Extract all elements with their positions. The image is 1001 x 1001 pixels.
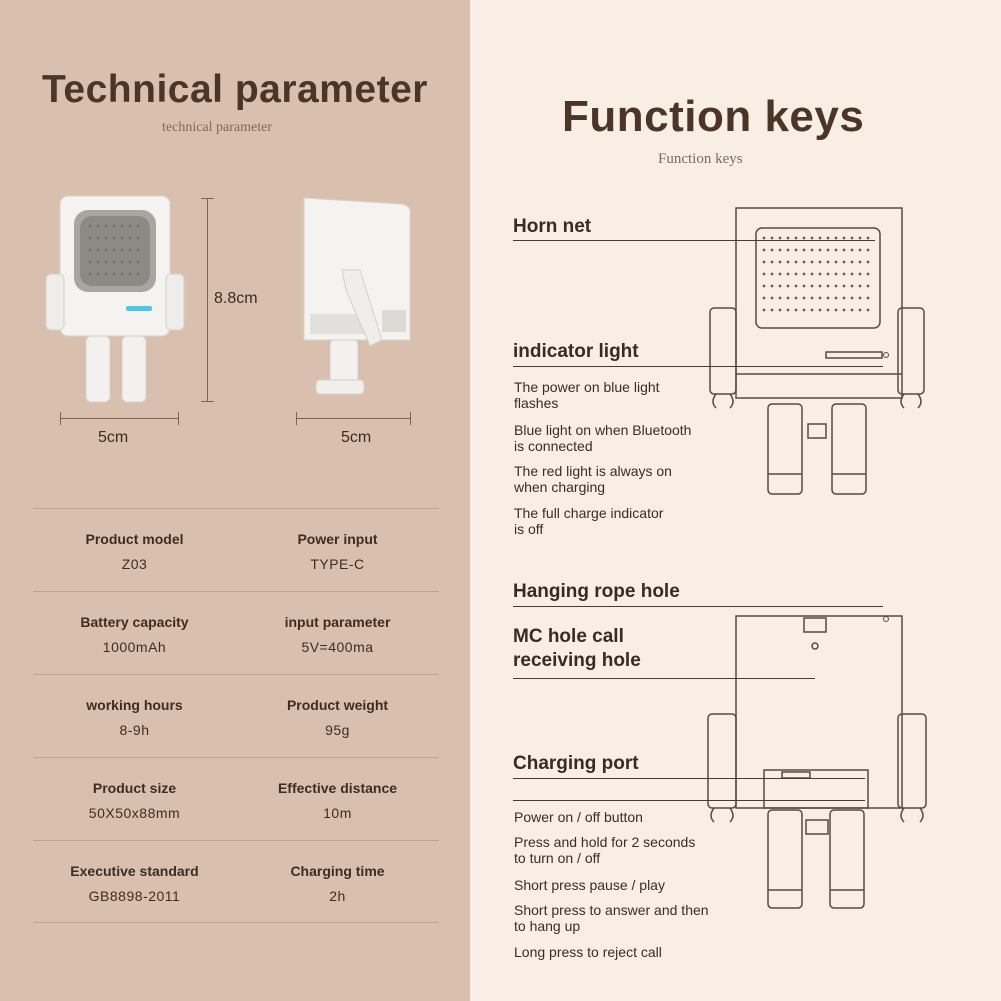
spec-value: 1000mAh xyxy=(102,639,167,655)
spec-cell: Power input TYPE-C xyxy=(236,509,439,592)
charging-item: Power on / off button xyxy=(514,809,643,825)
spec-row: working hours 8-9h Product weight 95g xyxy=(33,674,439,757)
spec-value: Z03 xyxy=(121,556,148,572)
back-outline-diagram xyxy=(707,615,927,909)
hanging-leader-line xyxy=(513,606,883,607)
spec-cell: Effective distance 10m xyxy=(236,758,439,841)
indicator-light-label: indicator light xyxy=(513,341,639,362)
mc-hole-leader-line xyxy=(513,678,815,679)
function-keys-panel xyxy=(470,0,1001,1001)
spec-value: 50X50x88mm xyxy=(88,805,181,821)
technical-parameter-panel: Technical parameter technical parameter … xyxy=(0,0,470,1001)
side-width-dimension-line xyxy=(296,418,410,419)
height-dimension-cap-bottom xyxy=(201,401,214,402)
indicator-leader-line xyxy=(513,366,883,367)
spec-row: Executive standard GB8898-2011 Charging … xyxy=(33,840,439,923)
spec-value: 8-9h xyxy=(119,722,150,738)
spec-cell: Product weight 95g xyxy=(236,675,439,758)
spec-cell: Product size 50X50x88mm xyxy=(33,758,236,841)
mc-hole-label-line1: MC hole call xyxy=(513,626,624,647)
horn-net-leader-line xyxy=(513,240,875,241)
spec-cell: Battery capacity 1000mAh xyxy=(33,592,236,675)
spec-label: Product model xyxy=(85,531,184,547)
spec-label: Effective distance xyxy=(277,780,398,796)
front-width-cap-left xyxy=(60,412,61,425)
front-width-dimension-line xyxy=(60,418,178,419)
charging-leader-line-1 xyxy=(513,778,865,779)
function-keys-subtitle: Function keys xyxy=(658,151,743,167)
spec-label: Executive standard xyxy=(70,863,199,879)
tech-title: Technical parameter xyxy=(42,68,428,111)
height-dimension-line xyxy=(207,198,208,402)
spec-label: Product size xyxy=(92,780,177,796)
spec-label: Power input xyxy=(297,531,378,547)
charging-item: Press and hold for 2 seconds to turn on … xyxy=(514,834,696,866)
tech-subtitle: technical parameter xyxy=(162,120,272,135)
side-width-cap-right xyxy=(410,412,411,425)
spec-label: Product weight xyxy=(286,697,389,713)
front-outline-diagram xyxy=(709,207,925,495)
spec-value: TYPE-C xyxy=(310,556,365,572)
charging-port-label: Charging port xyxy=(513,753,639,774)
spec-label: working hours xyxy=(86,697,183,713)
indicator-item: The power on blue light flashes xyxy=(514,379,660,411)
mc-hole-label-line2: receiving hole xyxy=(513,650,641,671)
spec-value: 2h xyxy=(329,888,346,904)
spec-label: input parameter xyxy=(284,614,391,630)
spec-label: Charging time xyxy=(290,863,385,879)
side-width-cap-left xyxy=(296,412,297,425)
charging-item: Short press to answer and then to hang u… xyxy=(514,902,709,934)
indicator-item: The full charge indicator is off xyxy=(514,505,664,537)
spec-row: Battery capacity 1000mAh input parameter… xyxy=(33,591,439,674)
spec-cell: Executive standard GB8898-2011 xyxy=(33,841,236,924)
spec-cell: Charging time 2h xyxy=(236,841,439,924)
charging-item: Long press to reject call xyxy=(514,944,662,960)
spec-row: Product size 50X50x88mm Effective distan… xyxy=(33,757,439,840)
charging-item: Short press pause / play xyxy=(514,877,665,893)
spec-label: Battery capacity xyxy=(80,614,189,630)
speaker-side-image xyxy=(303,197,411,395)
height-dimension-cap-top xyxy=(201,198,214,199)
indicator-item: The red light is always on when charging xyxy=(514,463,672,495)
spec-cell: Product model Z03 xyxy=(33,509,236,592)
function-keys-title: Function keys xyxy=(562,92,865,141)
front-width-label: 5cm xyxy=(98,429,129,446)
front-width-cap-right xyxy=(178,412,179,425)
spec-cell: working hours 8-9h xyxy=(33,675,236,758)
height-dimension-label: 8.8cm xyxy=(214,290,258,307)
spec-cell: input parameter 5V=400ma xyxy=(236,592,439,675)
spec-value: 95g xyxy=(325,722,350,738)
spec-table: Product model Z03 Power input TYPE-C Bat… xyxy=(33,508,439,923)
indicator-item: Blue light on when Bluetooth is connecte… xyxy=(514,422,692,454)
charging-leader-line-2 xyxy=(513,800,865,801)
spec-value: GB8898-2011 xyxy=(88,888,181,904)
spec-value: 10m xyxy=(323,805,352,821)
side-width-label: 5cm xyxy=(341,429,372,446)
horn-net-label: Horn net xyxy=(513,216,592,237)
hanging-rope-hole-label: Hanging rope hole xyxy=(513,581,680,602)
spec-row: Product model Z03 Power input TYPE-C xyxy=(33,508,439,591)
spec-value: 5V=400ma xyxy=(301,639,374,655)
speaker-front-image xyxy=(45,195,185,403)
